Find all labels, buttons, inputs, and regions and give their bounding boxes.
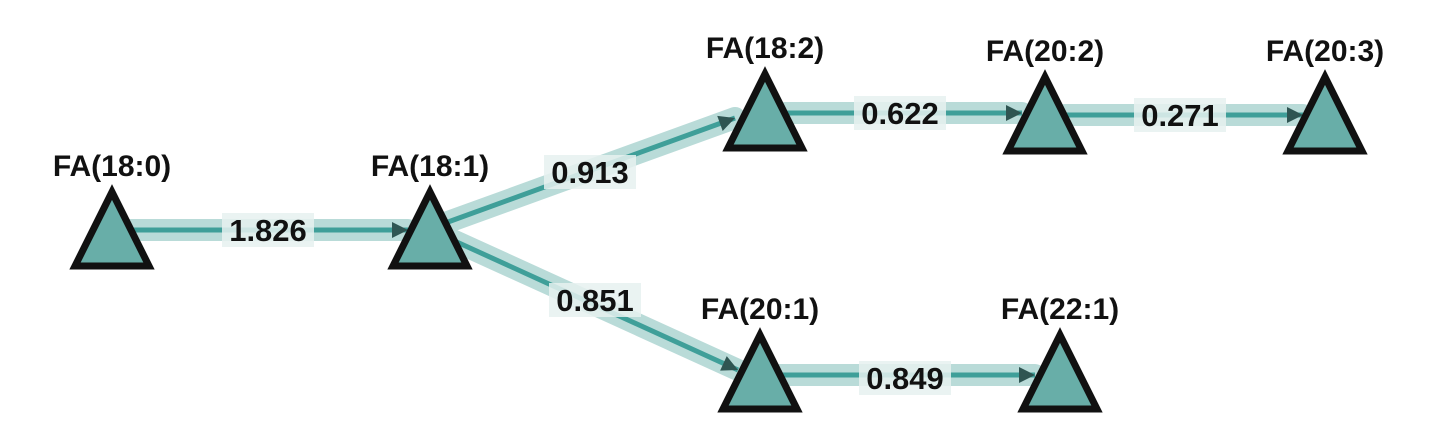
arrow-head-icon: [1006, 105, 1022, 121]
node-label: FA(18:1): [371, 150, 489, 183]
edge-n5-n6: 0.849: [769, 361, 1046, 396]
edge-n1-n5: 0.851: [437, 227, 749, 381]
edge-weight-label: 0.849: [866, 361, 944, 396]
edge-weight-label: 0.913: [551, 155, 629, 190]
triangle-node-icon: [1017, 327, 1103, 413]
edge-label-bg: [859, 361, 951, 395]
node-label: FA(22:1): [1001, 293, 1119, 326]
arrow-head-icon: [1287, 107, 1303, 123]
edge-n3-n4: 0.271: [1054, 98, 1314, 133]
edge-label-bg: [549, 283, 641, 317]
arrow-head-icon: [720, 356, 738, 371]
node-fa-20-1-[interactable]: FA(20:1): [701, 293, 819, 413]
edge-label-bg: [854, 96, 946, 130]
node-label: FA(20:1): [701, 293, 819, 326]
triangle-node-icon: [717, 327, 803, 413]
node-label: FA(18:2): [706, 32, 824, 65]
triangle-node-icon: [1002, 69, 1088, 155]
arrow-head-icon: [392, 222, 408, 238]
edge-label-bg: [222, 213, 314, 247]
edge-label-bg: [544, 155, 636, 189]
edge-weight-label: 0.271: [1141, 98, 1219, 133]
node-label: FA(18:0): [53, 150, 171, 183]
triangle-node-icon: [387, 184, 473, 270]
edge-weight-label: 0.851: [556, 283, 634, 318]
node-fa-18-0-[interactable]: FA(18:0): [53, 150, 171, 270]
edge-weight-label: 0.622: [861, 96, 939, 131]
node-fa-20-2-[interactable]: FA(20:2): [986, 35, 1104, 155]
node-fa-18-2-[interactable]: FA(18:2): [706, 32, 824, 152]
edge-n1-n2: 0.913: [437, 107, 746, 233]
node-label: FA(20:3): [1266, 35, 1384, 68]
edge-n0-n1: 1.826: [119, 213, 419, 248]
arrow-head-icon: [1019, 367, 1035, 383]
edge-label-bg: [1134, 98, 1226, 132]
triangle-node-icon: [722, 66, 808, 152]
arrow-head-icon: [717, 115, 735, 131]
node-fa-18-1-[interactable]: FA(18:1): [371, 150, 489, 270]
node-fa-20-3-[interactable]: FA(20:3): [1266, 35, 1384, 155]
triangle-node-icon: [69, 184, 155, 270]
edge-weight-label: 1.826: [229, 213, 307, 248]
triangle-node-icon: [1282, 69, 1368, 155]
node-fa-22-1-[interactable]: FA(22:1): [1001, 293, 1119, 413]
edge-n2-n3: 0.622: [774, 96, 1033, 131]
node-label: FA(20:2): [986, 35, 1104, 68]
